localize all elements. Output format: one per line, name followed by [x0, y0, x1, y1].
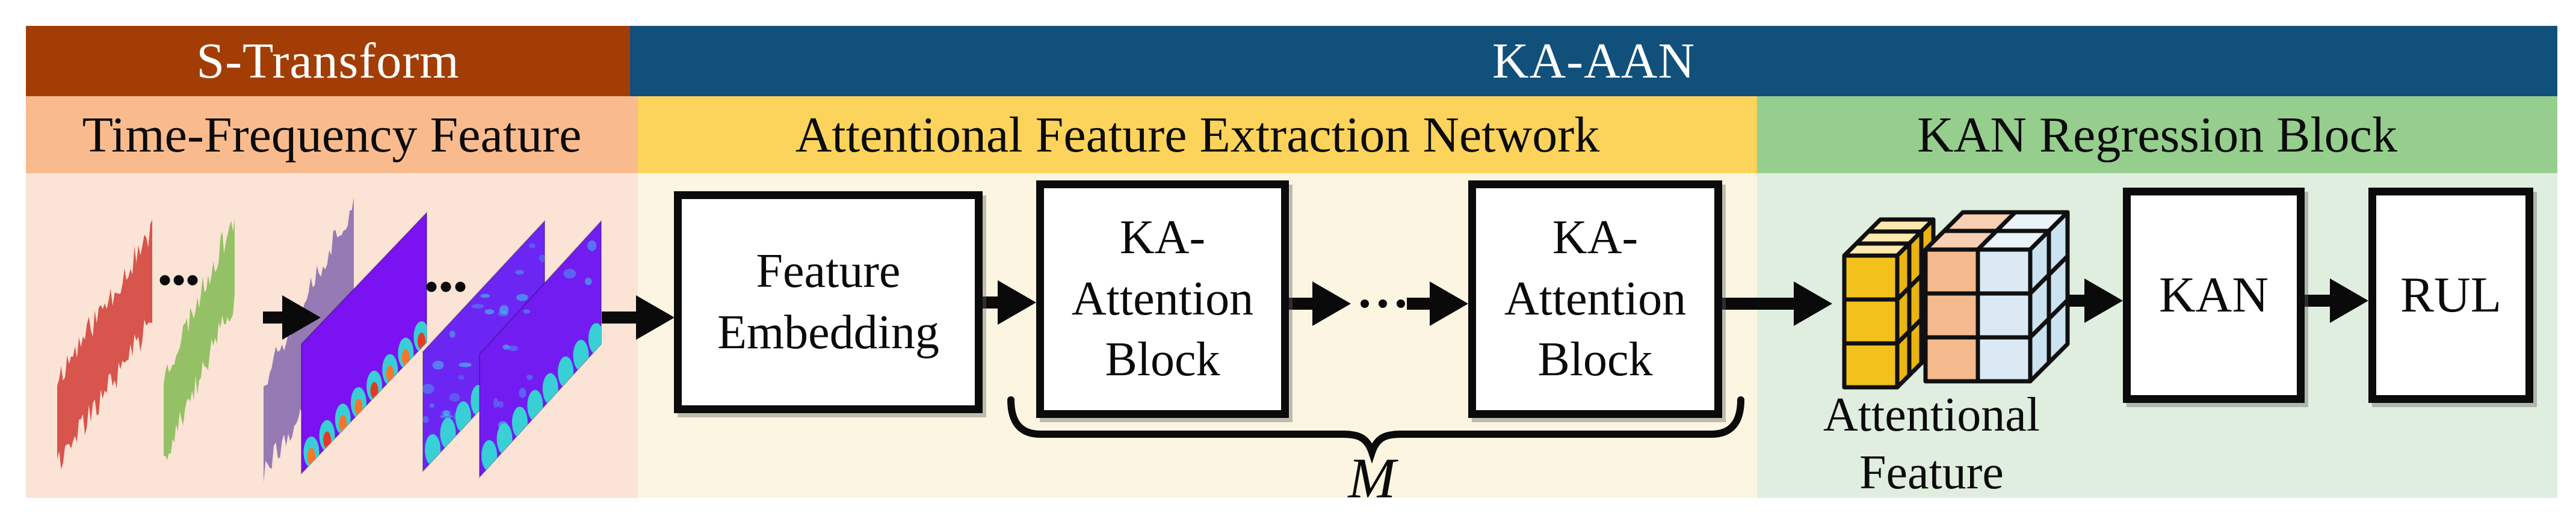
feature-cube-attention [1923, 210, 2070, 384]
subheader-attentional-network: Attentional Feature Extraction Network [638, 96, 1757, 173]
arrow-ka1-to-ellipsis [1289, 281, 1351, 326]
header-ka-aan: KA-AAN [630, 26, 2557, 96]
ka-attention-block-1: KA- Attention Block [1036, 180, 1289, 418]
ka-attention-block-1-label: KA- Attention Block [1071, 211, 1254, 387]
kan-block-label: KAN [2159, 266, 2269, 323]
attentional-feature-label: Attentional Feature [1823, 388, 2040, 499]
arrow-kan-to-rul [2305, 278, 2368, 323]
kan-block: KAN [2123, 188, 2305, 403]
repeat-count-label: M [1348, 446, 1396, 510]
ellipsis-signals [159, 275, 198, 286]
arrow-ellipsis-to-ka2 [1407, 281, 1468, 326]
spectrogram-1 [301, 211, 427, 475]
subheader-kan-regression: KAN Regression Block [1757, 96, 2557, 173]
subheader-time-frequency-label: Time-Frequency Feature [82, 106, 582, 163]
arrow-signals-to-spectrograms [263, 295, 321, 340]
arrow-ka2-to-features [1722, 281, 1832, 326]
subheader-attentional-network-label: Attentional Feature Extraction Network [795, 106, 1600, 163]
rul-block-label: RUL [2400, 266, 2501, 323]
ellipsis-spectrograms [426, 281, 466, 292]
repeat-brace [1007, 396, 1744, 464]
subheader-kan-regression-label: KAN Regression Block [1917, 106, 2397, 163]
ka-attention-block-2-label: KA- Attention Block [1504, 211, 1687, 387]
header-ka-aan-label: KA-AAN [1492, 33, 1696, 89]
ka-attention-block-2: KA- Attention Block [1468, 180, 1722, 418]
feature-embedding-label: Feature Embedding [717, 244, 939, 359]
arrow-spectrograms-to-embedding [602, 295, 675, 340]
ellipsis-ka-blocks [1361, 299, 1405, 308]
feature-embedding-block: Feature Embedding [674, 191, 983, 413]
arrow-embedding-to-ka1 [983, 280, 1036, 325]
header-s-transform: S-Transform [26, 26, 630, 96]
header-s-transform-label: S-Transform [196, 33, 460, 89]
feature-cube-gold [1842, 217, 1936, 390]
rul-block: RUL [2368, 188, 2533, 403]
subheader-time-frequency: Time-Frequency Feature [26, 96, 638, 173]
